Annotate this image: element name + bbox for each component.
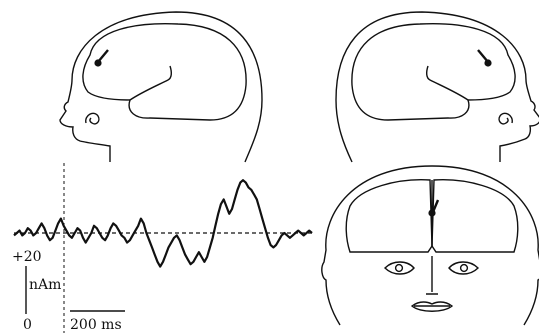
ear-left — [86, 113, 99, 124]
dipole-source-left — [94, 59, 101, 66]
time-scale-label: 200 ms — [70, 318, 122, 332]
amplitude-zero-label: 0 — [23, 318, 32, 332]
pupil-right — [461, 265, 468, 272]
sulcus-left — [130, 66, 171, 100]
brain-left-hemisphere — [346, 180, 432, 252]
amplitude-positive-label: +20 — [12, 250, 42, 264]
eye-left — [385, 262, 414, 274]
head-outline-right — [336, 12, 539, 162]
nose — [426, 256, 438, 294]
ear-right — [499, 113, 512, 124]
source-waveform-plot — [14, 163, 312, 333]
dipole-waveform — [14, 180, 312, 266]
head-profile-left — [60, 12, 262, 162]
brain-outline-right — [352, 24, 515, 120]
eye-right — [449, 262, 478, 274]
head-outline-left — [60, 12, 262, 162]
head-frontal — [322, 166, 539, 325]
brain-right-hemisphere — [432, 180, 518, 252]
dipole-source-front — [428, 209, 435, 216]
pupil-left — [396, 265, 403, 272]
amplitude-unit-label: nAm — [29, 278, 61, 292]
brain-outline-left — [83, 24, 246, 120]
head-profile-right — [336, 12, 539, 162]
mouth — [412, 302, 452, 311]
sulcus-right — [427, 66, 468, 100]
dipole-source-right — [484, 59, 491, 66]
